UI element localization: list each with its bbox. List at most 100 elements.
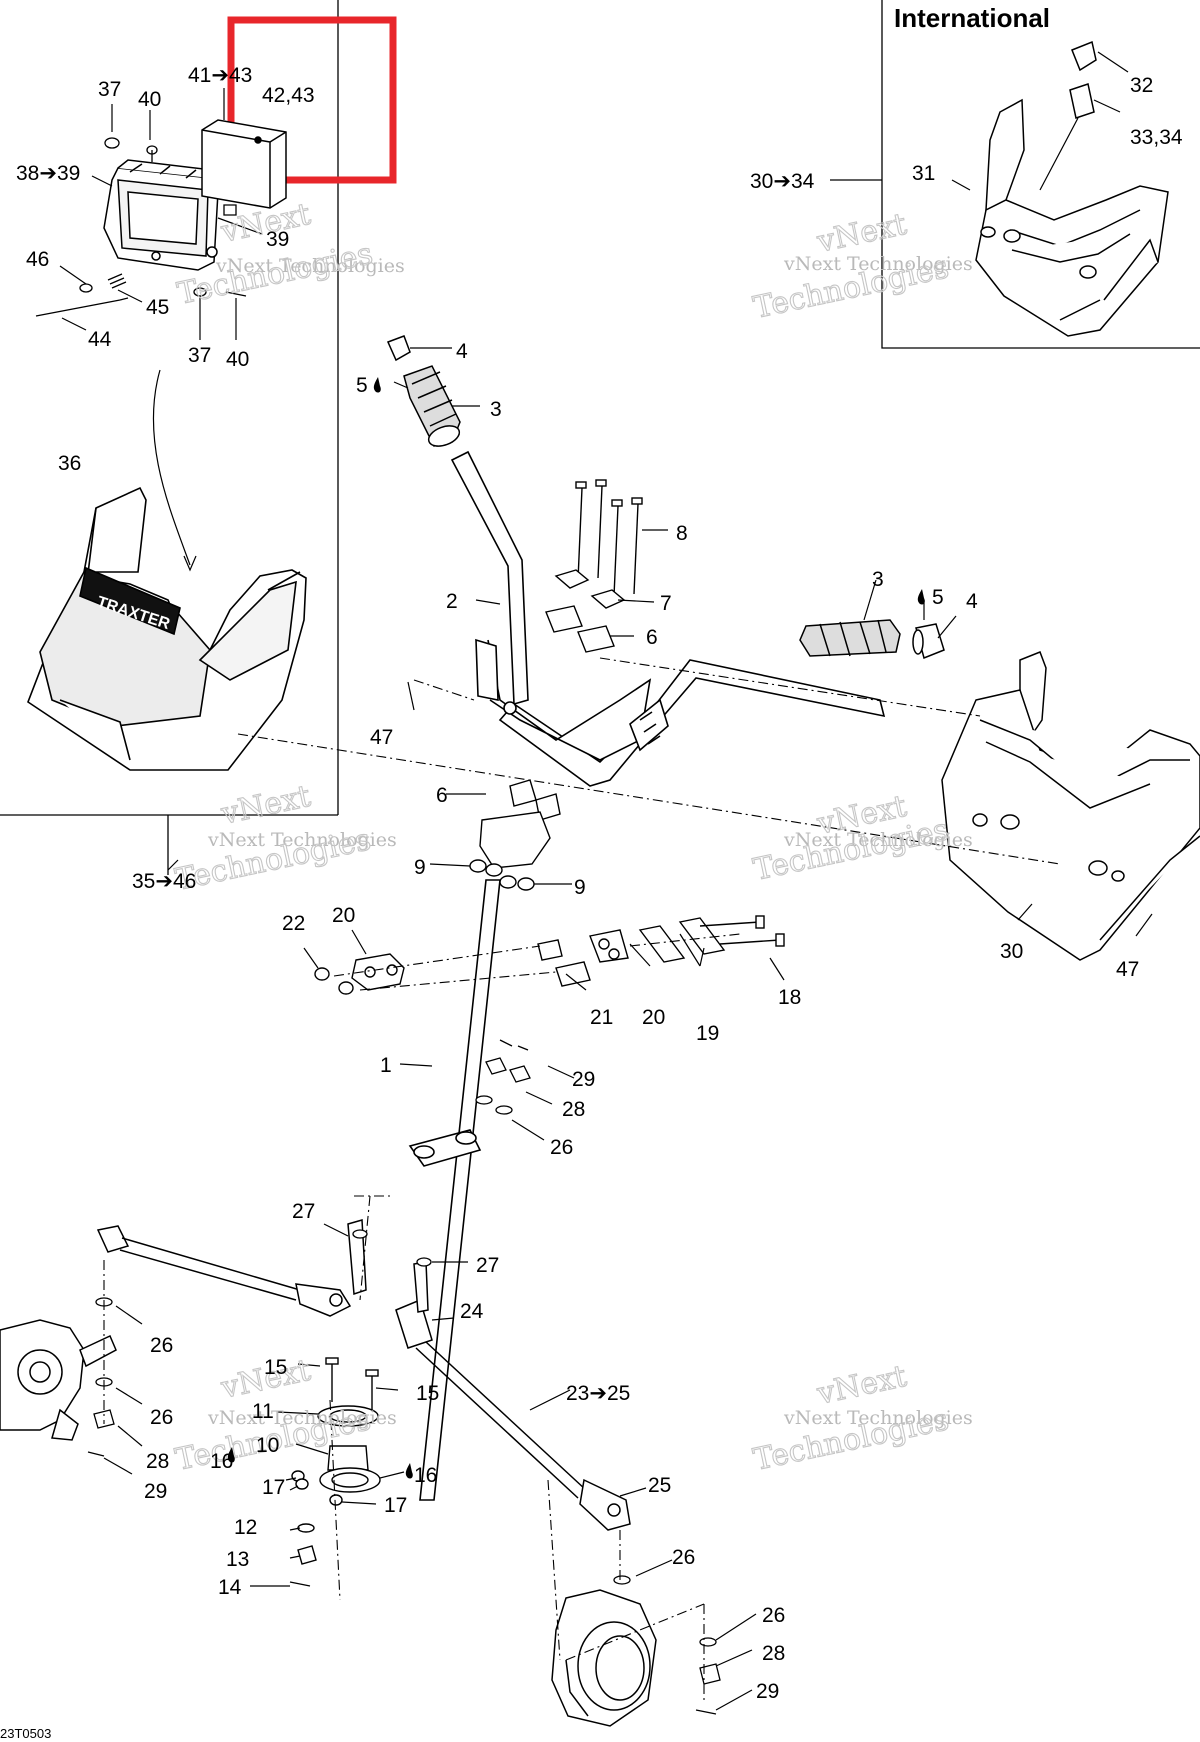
callout-label-6a: 6 (646, 626, 658, 649)
callout-leaders (103, 347, 1153, 1711)
callout-label-45: 45 (146, 296, 169, 319)
callout-label-1: 1 (380, 1054, 392, 1077)
headlamp-housing-drawing (103, 159, 219, 271)
callout-label-39: 39 (266, 228, 289, 251)
callout-label-42-43: 42,43 (262, 84, 315, 107)
grips-drawing (386, 335, 945, 660)
callout-label-5a: 5 (356, 374, 368, 397)
callout-label-40a: 40 (138, 88, 161, 111)
callout-label-4b: 4 (966, 590, 978, 613)
knuckle-left-drawing (0, 1319, 117, 1441)
callout-label-8: 8 (676, 522, 688, 545)
callout-label-26d: 26 (672, 1546, 695, 1569)
tie-rods-drawing (96, 1219, 631, 1531)
callout-label-20b: 20 (642, 1006, 665, 1029)
bearing-assembly-drawing (289, 1357, 381, 1587)
callout-label-38-39: 38➔39 (16, 162, 80, 185)
clamp-bolts-drawing (469, 479, 643, 891)
callout-label-15b: 15 (416, 1382, 439, 1405)
hardware-top-left (35, 137, 247, 317)
callout-label-46: 46 (26, 248, 49, 271)
watermark-text: vNext (217, 779, 313, 832)
callout-label-13: 13 (226, 1548, 249, 1571)
callout-label-41-43: 41➔43 (188, 64, 252, 87)
watermark-text: vNext (813, 1359, 909, 1412)
international-inset-drawing (975, 40, 1169, 337)
callout-label-29c: 29 (756, 1680, 779, 1703)
assembly-lines (103, 657, 1061, 1700)
callout-label-3a: 3 (490, 398, 502, 421)
callout-label-31: 31 (912, 162, 935, 185)
callout-label-7: 7 (660, 592, 672, 615)
callout-label-36: 36 (58, 452, 81, 475)
callout-label-3b: 3 (872, 568, 884, 591)
callout-label-11: 11 (252, 1400, 274, 1423)
callout-label-9b: 9 (574, 876, 586, 899)
callout-label-17b: 17 (384, 1494, 407, 1517)
callout-label-4a: 4 (456, 340, 468, 363)
callout-label-27a: 27 (292, 1200, 315, 1223)
watermark-text: vNext Technologies (783, 253, 973, 275)
inset-title: International (894, 3, 1050, 33)
callout-label-19: 19 (696, 1022, 719, 1045)
callout-label-6b: 6 (436, 784, 448, 807)
drop-icon (917, 589, 925, 605)
callout-label-12: 12 (234, 1516, 257, 1539)
callout-label-40b: 40 (226, 348, 249, 371)
callout-label-15a: 15 (264, 1356, 287, 1379)
handlebar-drawing (450, 450, 886, 787)
leaders-inset (951, 51, 1129, 191)
callout-label-26a: 26 (550, 1136, 573, 1159)
callout-label-17a: 17 (262, 1476, 285, 1499)
callout-label-25: 25 (648, 1474, 671, 1497)
callout-label-37b: 37 (188, 344, 211, 367)
callout-label-29a: 29 (572, 1068, 595, 1091)
callout-label-5b: 5 (932, 586, 944, 609)
callout-label-28c: 28 (762, 1642, 785, 1665)
drop-icon (373, 377, 381, 393)
callout-label-14: 14 (218, 1576, 242, 1599)
callout-label-2: 2 (446, 590, 458, 613)
watermark-text: vNext Technologies (207, 1407, 397, 1429)
headlamp-block-drawing (201, 119, 287, 209)
callout-label-23-25: 23➔25 (566, 1382, 630, 1405)
callout-label-16b: 16 (414, 1464, 437, 1487)
callout-label-22: 22 (282, 912, 305, 935)
callout-label-27b: 27 (476, 1254, 499, 1277)
callout-label-44: 44 (88, 328, 112, 351)
watermark-text: vNext Technologies (783, 1407, 973, 1429)
leaders-top-left (59, 88, 263, 572)
drop-icon (405, 1463, 413, 1479)
callout-label-18: 18 (778, 986, 801, 1009)
watermark-text: vNext Technologies (783, 829, 973, 851)
mid-hardware-drawing (475, 1039, 531, 1115)
callout-label-28a: 28 (562, 1098, 585, 1121)
callout-label-33-34: 33,34 (1130, 126, 1183, 149)
highlight-box[interactable] (227, 16, 397, 184)
watermark-text: vNext Technologies (207, 829, 397, 851)
callout-label-30: 30 (1000, 940, 1023, 963)
callout-label-9a: 9 (414, 856, 426, 879)
callout-label-20a: 20 (332, 904, 355, 927)
watermarks: vNext vNext Technologies Technologies vN… (172, 196, 973, 1478)
callout-label-35-46: 35➔46 (132, 870, 196, 893)
callout-label-26b: 26 (150, 1334, 173, 1357)
hood-36-drawing: TRAXTER (27, 486, 307, 771)
body-panel-30-drawing (941, 651, 1200, 961)
callout-label-21: 21 (590, 1006, 613, 1029)
callout-label-47b: 47 (1116, 958, 1139, 981)
callout-label-30-34: 30➔34 (750, 170, 815, 193)
drawing-code: 23T0503 (0, 1726, 51, 1741)
callout-label-37a: 37 (98, 78, 121, 101)
linkage-drawing (314, 915, 785, 995)
drop-icons (227, 377, 925, 1479)
callout-label-47a: 47 (370, 726, 393, 749)
steering-column-drawing (408, 879, 501, 1501)
frame-lines (0, 0, 1200, 875)
watermark-text: vNext Technologies (215, 255, 405, 277)
callout-label-10: 10 (256, 1434, 279, 1457)
callout-label-32: 32 (1130, 74, 1153, 97)
callout-label-29b: 29 (144, 1480, 167, 1503)
knuckle-right-drawing (551, 1589, 657, 1727)
